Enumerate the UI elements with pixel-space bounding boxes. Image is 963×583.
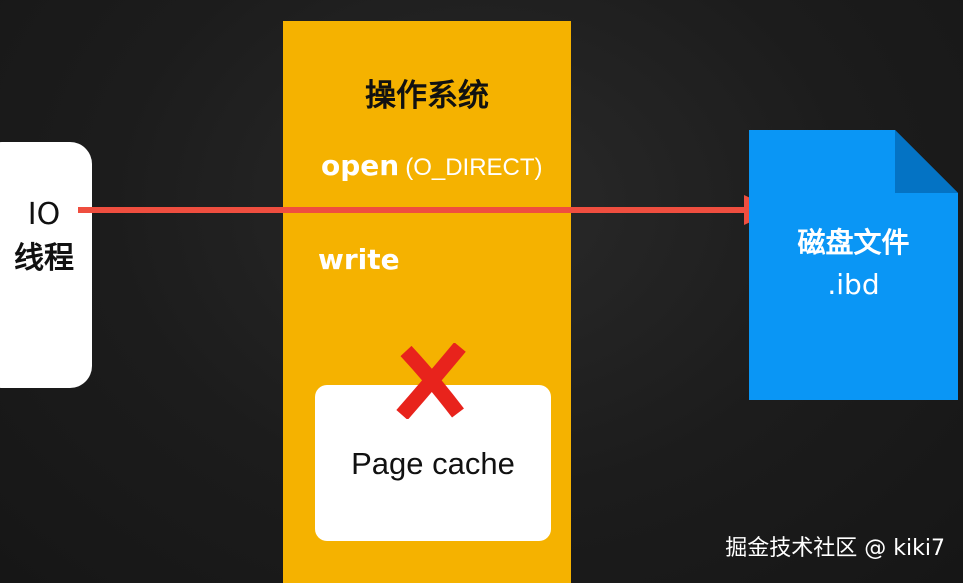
file-name-line1: 磁盘文件 [797, 226, 910, 259]
red-x-icon [396, 343, 466, 419]
os-title: 操作系统 [365, 78, 489, 114]
open-argument: (O_DIRECT) [405, 154, 543, 181]
file-name-line2: .ibd [827, 268, 880, 301]
watermark: 掘金技术社区 @ kiki7 [725, 536, 945, 561]
page-cache-label: Page cache [351, 446, 515, 481]
io-thread-box [0, 142, 92, 388]
file-icon [749, 130, 958, 400]
page-cache-box [315, 385, 551, 541]
io-thread-label: IO 线程 [0, 193, 88, 281]
file-label: 磁盘文件 .ibd [749, 222, 958, 306]
open-keyword: open [321, 149, 400, 182]
write-call: write [318, 243, 400, 276]
io-thread-label-line2: 线程 [14, 241, 74, 276]
open-call: open(O_DIRECT) [321, 146, 543, 190]
io-thread-label-line1: IO [27, 197, 61, 232]
